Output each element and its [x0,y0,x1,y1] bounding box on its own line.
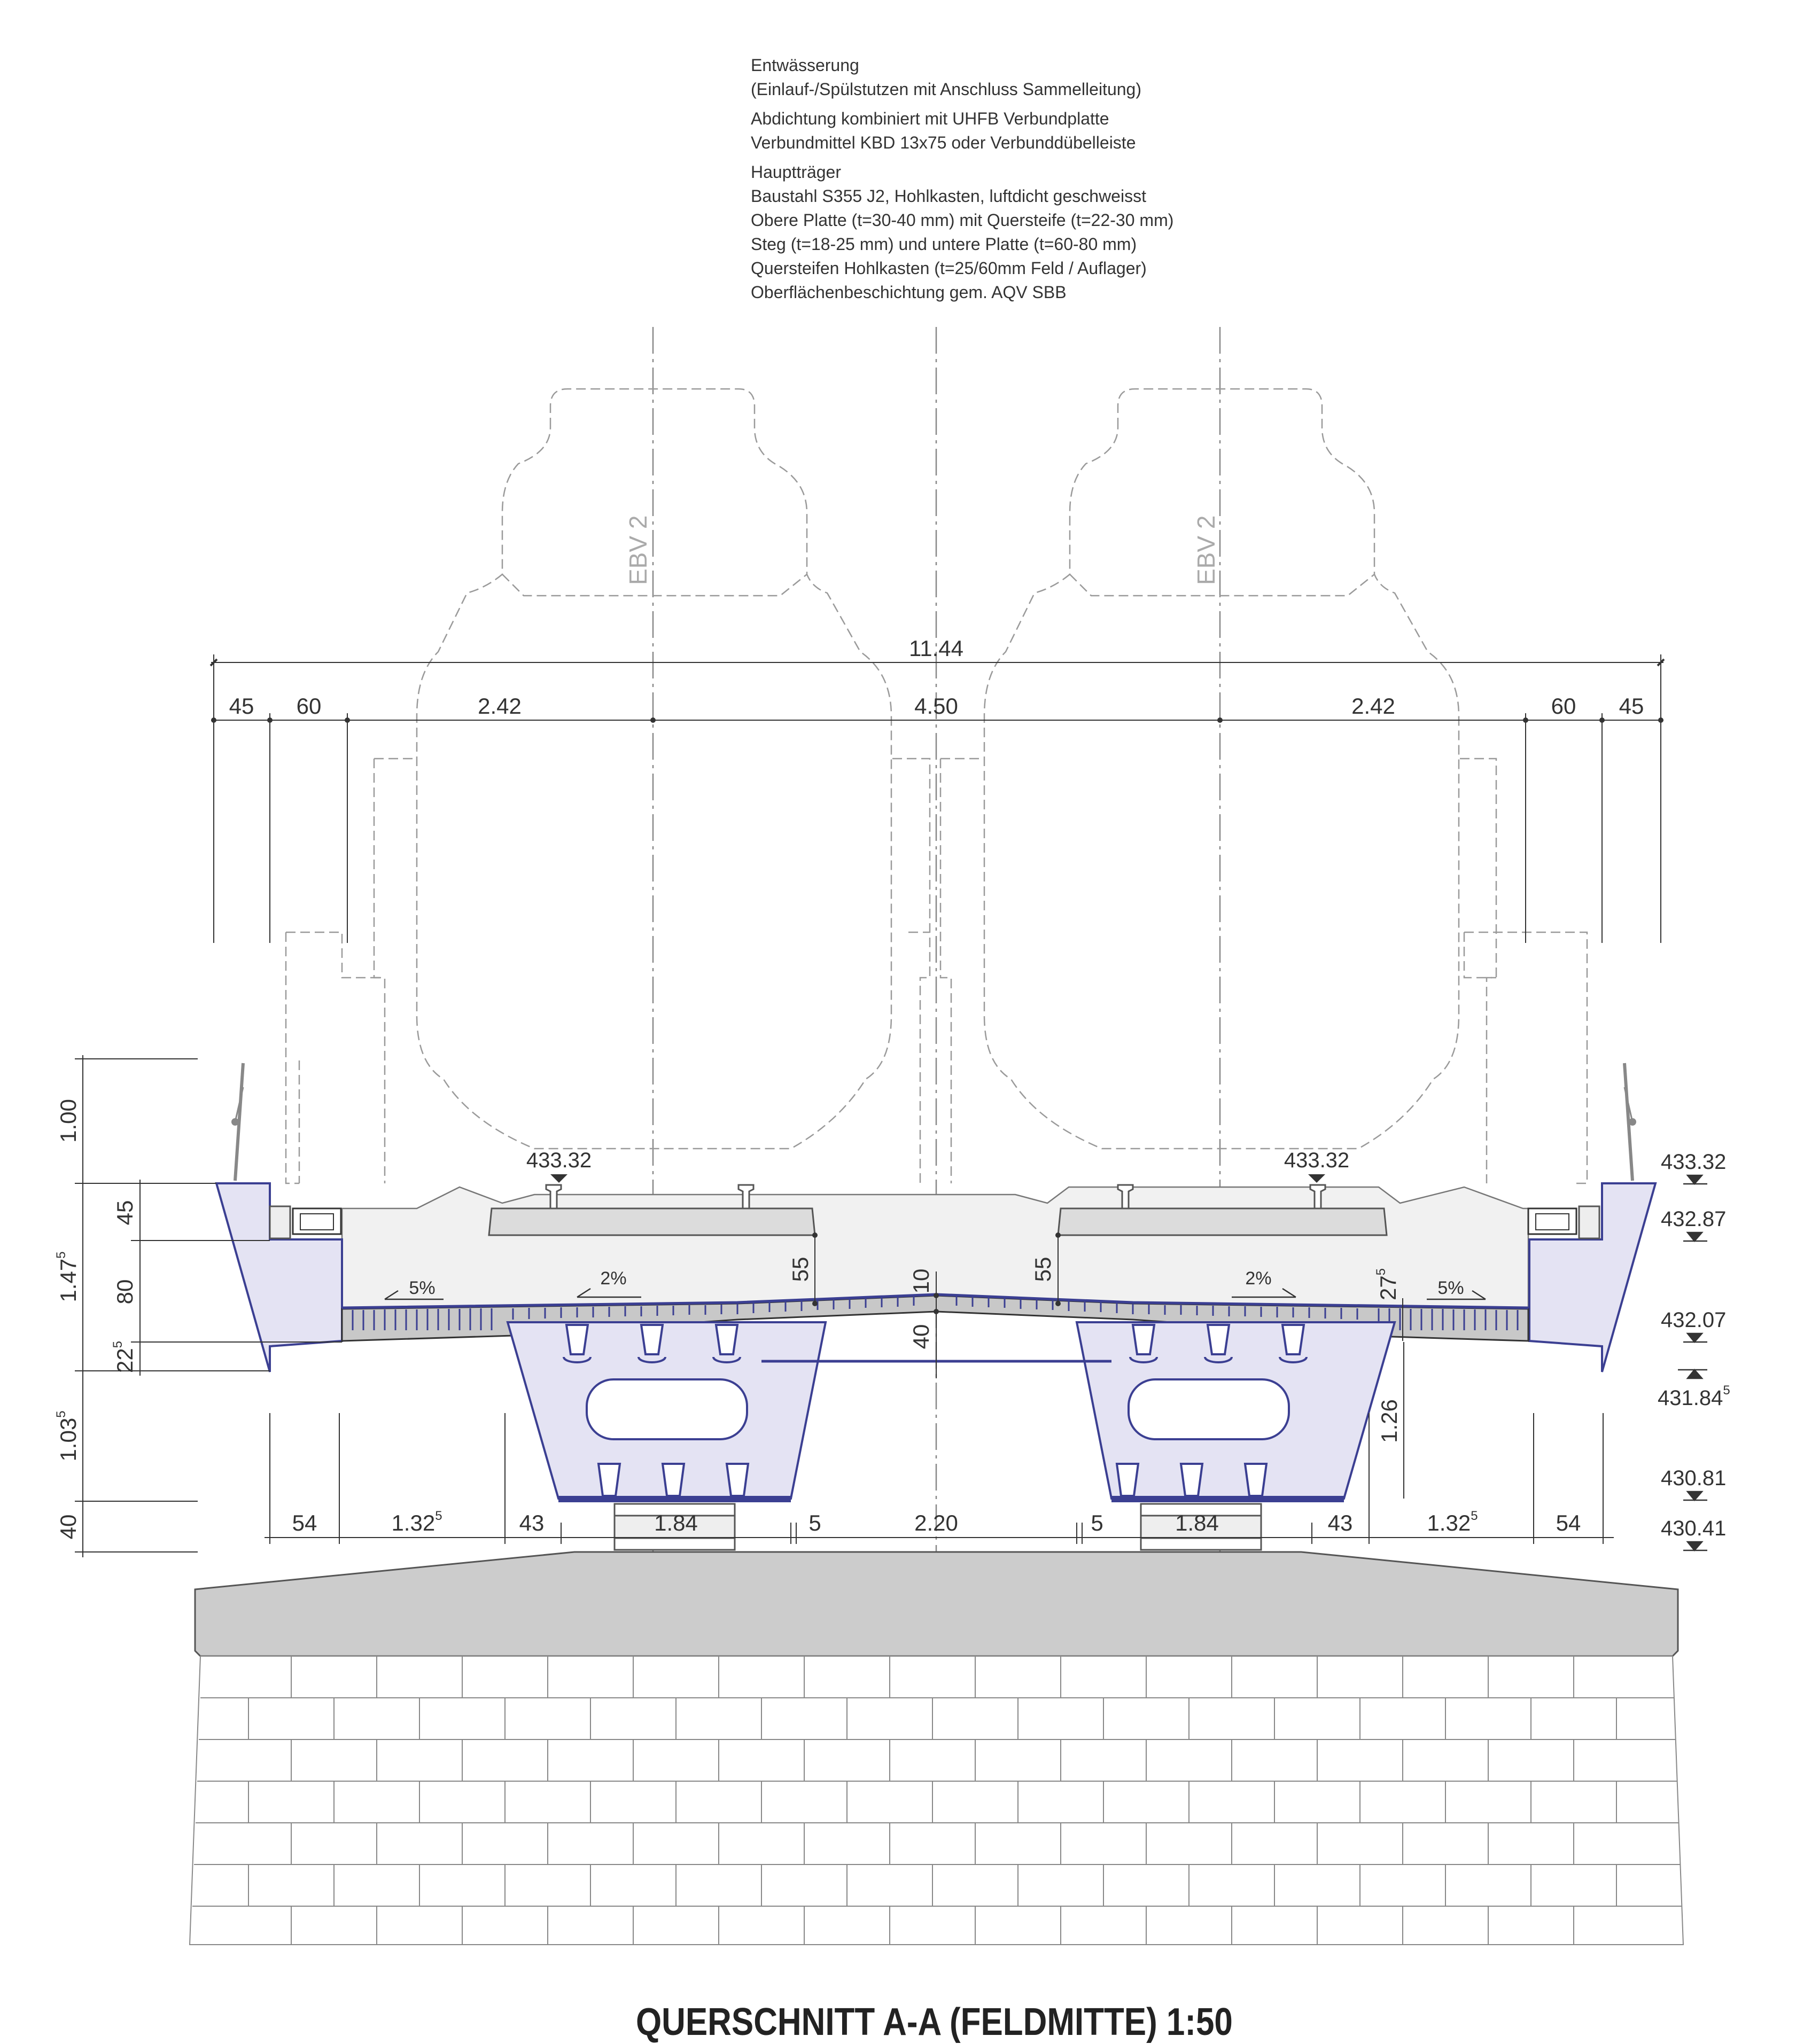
drawing-title: QUERSCHNITT A-A (FELDMITTE) 1:50 [636,2001,1233,2043]
dim-center-slab: 40 [908,1324,934,1349]
elevation-markers [1678,1174,1707,1551]
dim-bottom-segment: 1.84 [1175,1510,1219,1535]
dim-center-top: 10 [908,1269,934,1294]
note-waterproofing: Abdichtung kombiniert mit UHFB Verbundpl… [751,107,1445,155]
dim-bottom-segment: 43 [519,1510,545,1535]
clearance-label-right: EBV 2 [1192,516,1220,585]
dim-ballast-left: 55 [788,1257,813,1282]
dim-left-inner: 80 [112,1280,137,1305]
rail-elevation-arrows [550,1174,1325,1183]
note-line: Steg (t=18-25 mm) und untere Platte (t=6… [751,235,1137,254]
note-drainage: Entwässerung (Einlauf-/Spülstutzen mit A… [751,53,1445,102]
dim-left-outer: 1.475 [54,1251,81,1302]
abutment-cap [194,1551,1679,1657]
dim-bottom-segment: 2.20 [914,1510,958,1535]
bottom-dimension-line [265,1413,1614,1544]
dim-left-outer: 1.035 [54,1410,81,1461]
dim-ballast-right: 55 [1030,1257,1055,1282]
left-dimension-lines [75,1055,342,1557]
dim-top-segment: 60 [297,693,322,719]
rail-elevation-right: 433.32 [1284,1149,1349,1172]
dim-left-outer: 40 [56,1515,81,1540]
top-dimension-lines [209,654,1665,943]
slope-label: 5% [409,1278,435,1298]
clearance-profile-right [939,388,1588,1184]
elevation-label: 432.87 [1661,1207,1726,1231]
railing-left [231,1063,245,1181]
rails [545,1184,1326,1210]
dim-right-edge: 275 [1374,1268,1401,1300]
dim-bottom-segment: 1.84 [654,1510,698,1535]
dim-bottom-segment: 1.325 [1427,1509,1478,1535]
elevation-label: 433.32 [1661,1150,1726,1174]
dim-bottom-segment: 54 [1556,1510,1581,1535]
dim-top-segment: 2.42 [1351,693,1395,719]
note-line: Quersteifen Hohlkasten (t=25/60mm Feld /… [751,259,1147,278]
dim-top-segment: 60 [1551,693,1576,719]
slope-label: 5% [1437,1278,1464,1298]
rail-elevation-left: 433.32 [526,1149,592,1172]
shear-connectors [352,1296,1519,1330]
note-line: Abdichtung kombiniert mit UHFB Verbundpl… [751,109,1109,128]
dim-overall-width: 11.44 [909,636,963,661]
dim-left-inner: 225 [111,1341,137,1373]
elevation-label: 432.07 [1661,1308,1726,1332]
dim-bottom-segment: 5 [1091,1510,1103,1535]
elevation-label: 431.845 [1658,1383,1730,1410]
elevation-label: 430.41 [1661,1517,1726,1540]
slope-label: 2% [600,1268,626,1289]
note-line: Oberflächenbeschichtung gem. AQV SBB [751,283,1067,302]
railing-right [1623,1063,1636,1181]
dim-top-segment: 4.50 [914,693,958,719]
edge-beam-right [1528,1182,1657,1372]
cable-channels [269,1205,1600,1239]
clearance-profile-left [285,388,931,1184]
note-line: Obere Platte (t=30-40 mm) mit Quersteife… [751,210,1174,230]
edge-beam-left [215,1182,343,1372]
ballast-bed [341,1186,1529,1310]
dim-left-inner: 45 [112,1200,137,1226]
dim-box-depth: 1.26 [1377,1399,1402,1443]
note-line: Entwässerung [751,56,859,75]
dim-bottom-segment: 5 [808,1510,821,1535]
dim-top-segment: 45 [229,693,254,719]
dim-top-segment: 2.42 [478,693,522,719]
note-line: Verbundmittel KBD 13x75 oder Verbunddübe… [751,133,1136,152]
dim-bottom-segment: 1.325 [391,1509,442,1535]
slope-markers [384,1288,1486,1300]
masonry-wall [189,1656,1684,1945]
dim-bottom-segment: 43 [1328,1510,1353,1535]
dim-left-outer: 1.00 [56,1099,81,1143]
dim-top-segment: 45 [1619,693,1644,719]
box-girder-left [506,1321,827,1502]
annotation-notes: Entwässerung (Einlauf-/Spülstutzen mit A… [751,53,1445,310]
slope-label: 2% [1245,1268,1271,1289]
elevation-label: 430.81 [1661,1466,1726,1490]
clearance-label-left: EBV 2 [624,516,652,585]
inner-dimension-lines [812,1232,1404,1499]
note-line: Baustahl S355 J2, Hohlkasten, luftdicht … [751,186,1146,206]
note-line: (Einlauf-/Spülstutzen mit Anschluss Samm… [751,80,1141,99]
note-main-girder: Hauptträger Baustahl S355 J2, Hohlkasten… [751,160,1445,305]
dim-bottom-segment: 54 [292,1510,317,1535]
box-girder-right [1075,1321,1396,1502]
note-line: Hauptträger [751,162,841,182]
